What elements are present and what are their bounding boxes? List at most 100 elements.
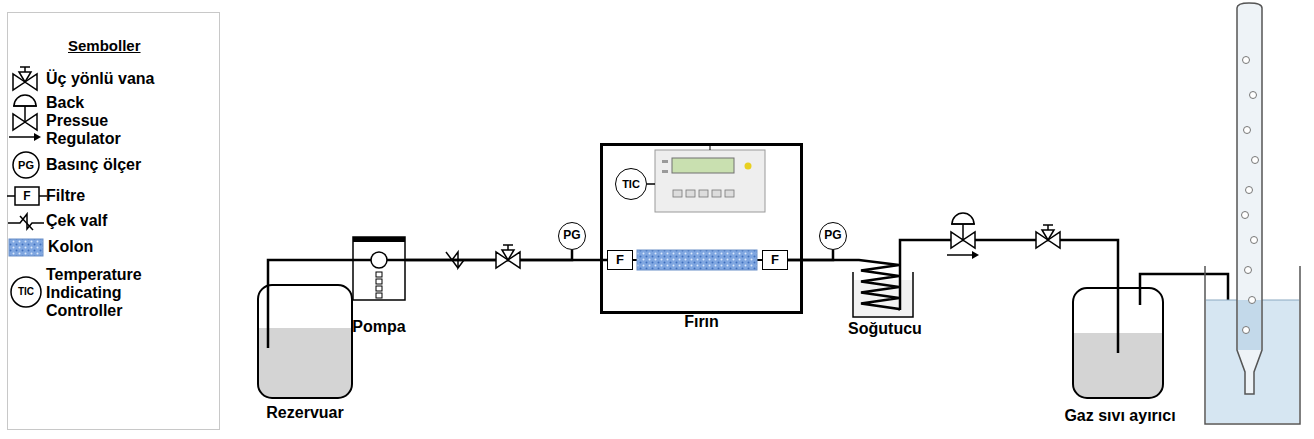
column (633, 250, 762, 270)
pump-body (376, 293, 382, 298)
legend-text: Üç yönlü vana (46, 70, 206, 88)
legend-check-valve (8, 214, 44, 230)
back-pressure-regulator (947, 213, 979, 259)
node-label: PG (824, 229, 841, 243)
controller-display (686, 190, 695, 197)
legend-filter (7, 187, 47, 205)
reservoir-vessel (259, 328, 351, 397)
node-label: Pompa (352, 318, 405, 336)
legend-check-valve (20, 216, 33, 230)
node-label: Soğutucu (848, 320, 922, 338)
legend-text: Filtre (46, 187, 206, 205)
oven: TICFFFırın (600, 143, 803, 314)
legend-text: Temperature Indicating Controller (46, 266, 168, 320)
pump-body (376, 286, 382, 291)
node-label: Rezervuar (266, 404, 343, 422)
controller-display (662, 170, 668, 173)
gas-bubble (1245, 267, 1252, 274)
controller-display (725, 190, 734, 197)
pressure-gauge: PG (819, 222, 847, 250)
gas-bubble (1249, 297, 1256, 304)
node-label: Gaz sıvı ayırıcı (1064, 407, 1175, 425)
legend-three-way-valve (13, 67, 37, 90)
legend-pressure-gauge (13, 152, 39, 178)
check-valve (452, 252, 464, 268)
reservoir: Rezervuar (255, 280, 355, 422)
three-way-valve (1036, 225, 1060, 248)
legend-tic (11, 277, 41, 307)
pipe (900, 240, 1118, 283)
cooling-bath (899, 250, 902, 310)
pump-body (376, 279, 382, 284)
gas-burette (1205, 3, 1300, 424)
legend-text: Basınç ölçer (46, 156, 206, 174)
controller-display (745, 163, 752, 170)
symbol-letter: TIC (18, 283, 34, 301)
three-way-valve (496, 245, 520, 268)
pressure-gauge: PG (558, 222, 586, 250)
legend-filter (15, 187, 39, 205)
node-label: Fırın (684, 313, 719, 331)
cooling-bath (843, 250, 927, 320)
signal-line (647, 183, 655, 185)
node-label: TIC (622, 178, 640, 191)
controller-display (672, 158, 734, 173)
gas-bubble (1251, 237, 1258, 244)
controller-display (712, 190, 721, 197)
gas-bubble (1242, 57, 1259, 334)
legend-heading: Semboller (68, 37, 141, 55)
gas-bubble (1250, 92, 1257, 99)
gas-bubble (1246, 187, 1253, 194)
legend-three-way-valve (13, 67, 37, 90)
legend-back-pressure-regulator (9, 95, 41, 141)
controller-display (699, 190, 708, 197)
pump-body (371, 252, 387, 268)
three-way-valve (1036, 225, 1060, 248)
gas-bubble (1243, 327, 1250, 334)
pump-body (376, 272, 382, 277)
legend-box (8, 13, 220, 430)
legend-column (9, 239, 43, 256)
controller-display (655, 143, 765, 212)
cooling-bath (843, 260, 900, 310)
gas-bubble (1243, 57, 1250, 64)
pump-body (353, 237, 405, 300)
gas-bubble (1244, 127, 1251, 134)
pump: Pompa (352, 236, 406, 336)
pipe (406, 250, 572, 260)
pump-body (352, 236, 406, 302)
gas-bubble (1252, 157, 1259, 164)
check-valve (446, 252, 464, 268)
pipe (788, 259, 843, 262)
pipe (788, 250, 833, 260)
legend-text: Back Pressue Regulator (46, 94, 138, 148)
filter: F (607, 250, 633, 270)
controller-display (662, 160, 668, 163)
gas-liquid-separator-vessel (1055, 283, 1185, 400)
symbol-letter: F (23, 187, 30, 205)
reservoir-vessel (267, 280, 270, 348)
node-label: F (616, 253, 624, 268)
gas-liquid-separator: Gaz sıvı ayırıcı (1055, 283, 1185, 425)
cooler: Soğutucu (843, 250, 927, 338)
back-pressure-regulator (947, 213, 979, 259)
legend-text: Çek valf (46, 212, 206, 230)
column (637, 250, 757, 270)
gas-liquid-separator-vessel (1139, 283, 1142, 305)
node-label: PG (563, 229, 580, 243)
node-label: F (771, 253, 779, 268)
legend-text: Kolon (48, 238, 208, 256)
reservoir-vessel (255, 280, 355, 400)
legend-back-pressure-regulator (9, 95, 41, 141)
pump-body (353, 237, 405, 242)
gas-burette (1237, 3, 1262, 394)
temperature-controller: TIC (615, 168, 647, 200)
filter: F (762, 250, 788, 270)
reservoir-vessel (258, 285, 352, 398)
gas-burette (1238, 300, 1261, 350)
pipe (268, 260, 352, 280)
gas-liquid-separator-vessel (1117, 283, 1120, 353)
controller-display (655, 150, 765, 212)
